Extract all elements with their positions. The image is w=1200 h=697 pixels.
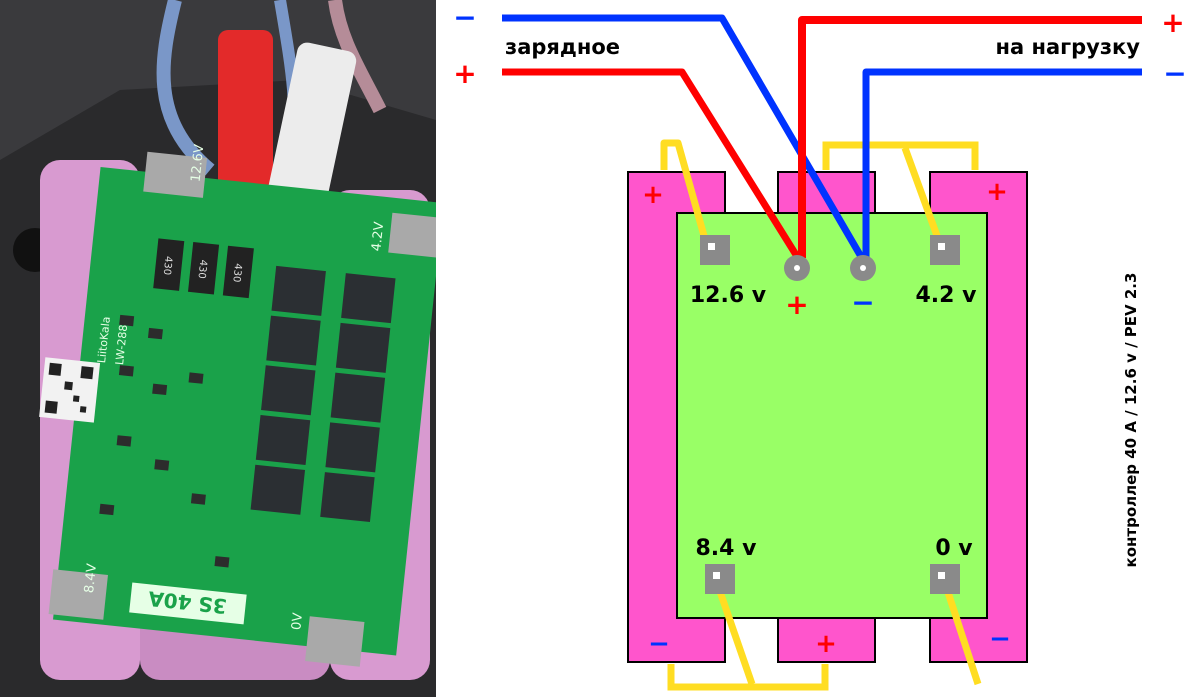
- load-label: на нагрузку: [995, 35, 1140, 59]
- terminal-positive-dot: [794, 265, 800, 271]
- load-minus-sign: −: [1163, 57, 1186, 90]
- pad-12v-dot: [708, 243, 715, 250]
- resistor-label-2: 430: [195, 259, 208, 279]
- silk-12v: 12.6V: [189, 143, 208, 182]
- strap-12v: [660, 139, 710, 244]
- resistor-label-3: 430: [230, 263, 243, 283]
- strap-84v: [712, 578, 756, 686]
- cell-left-minus: −: [648, 629, 670, 659]
- charger-label: зарядное: [505, 35, 620, 59]
- load-positive-wire: [798, 16, 1142, 258]
- cell-left-plus: +: [642, 180, 664, 210]
- label-0v: 0 v: [935, 536, 973, 561]
- cell-right-minus: −: [989, 624, 1011, 654]
- terminal-negative-dot: [860, 265, 866, 271]
- label-12v: 12.6 v: [690, 283, 767, 308]
- label-84v: 8.4 v: [696, 536, 758, 561]
- model-badge: [129, 582, 247, 625]
- charger-minus-sign: −: [453, 1, 476, 34]
- photo-drawing: 430 430 430 12.6V 4.2V 8: [0, 0, 436, 697]
- cell-right-plus: +: [986, 177, 1008, 207]
- terminal-minus-sign: −: [851, 286, 874, 319]
- strap-42v: [901, 146, 944, 246]
- strap-bottom-bridge: [667, 664, 829, 691]
- pad-0v-dot: [938, 572, 945, 579]
- terminal-plus-sign: +: [785, 288, 808, 321]
- white-wire-sleeve: [263, 42, 357, 228]
- red-wire-sleeve: [218, 30, 273, 220]
- controller-spec-note: контроллер 40 A / 12.6 v / PEV 2.3: [1122, 273, 1140, 568]
- controller-board: [676, 212, 988, 619]
- resistor-label-1: 430: [161, 255, 174, 275]
- charger-plus-sign: +: [453, 57, 476, 90]
- silk-84v: 8.4V: [82, 563, 100, 594]
- pad-84v-dot: [713, 572, 720, 579]
- silk-42v: 4.2V: [369, 221, 387, 252]
- pad-42v-dot: [938, 243, 945, 250]
- silk-brand: LiitoKala: [95, 316, 113, 364]
- charger-positive-wire: [502, 68, 801, 260]
- bms-board-photo: 430 430 430 12.6V 4.2V 8: [0, 0, 436, 697]
- label-42v: 4.2 v: [916, 283, 978, 308]
- load-plus-sign: +: [1161, 6, 1184, 39]
- silk-0v: 0V: [289, 612, 306, 631]
- load-negative-wire: [862, 68, 1142, 260]
- strap-top-bridge: [822, 141, 979, 170]
- silk-board-code: LW-288: [113, 324, 130, 366]
- charger-negative-wire: [502, 14, 867, 262]
- cell-middle-plus: +: [815, 629, 837, 659]
- strap-0v: [940, 578, 982, 686]
